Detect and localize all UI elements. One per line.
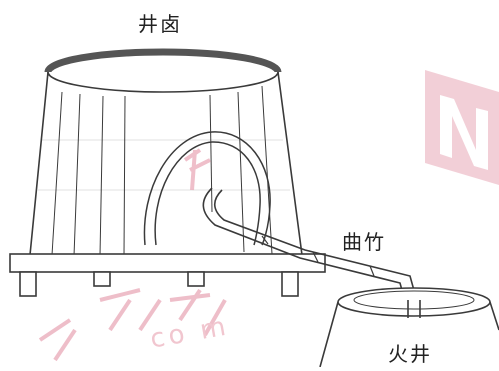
bamboo-pipe [202, 187, 421, 313]
watermark-brush [38, 148, 227, 362]
brine-tank [29, 48, 303, 257]
bamboo-pipe-label: 曲竹 [342, 230, 386, 254]
base-board [9, 253, 326, 297]
fire-well-label: 火井 [388, 342, 432, 366]
tank-outlet [143, 131, 271, 246]
brine-tank-label: 井卤 [138, 12, 182, 36]
watermark-logo [425, 70, 499, 185]
fire-well [319, 287, 499, 368]
